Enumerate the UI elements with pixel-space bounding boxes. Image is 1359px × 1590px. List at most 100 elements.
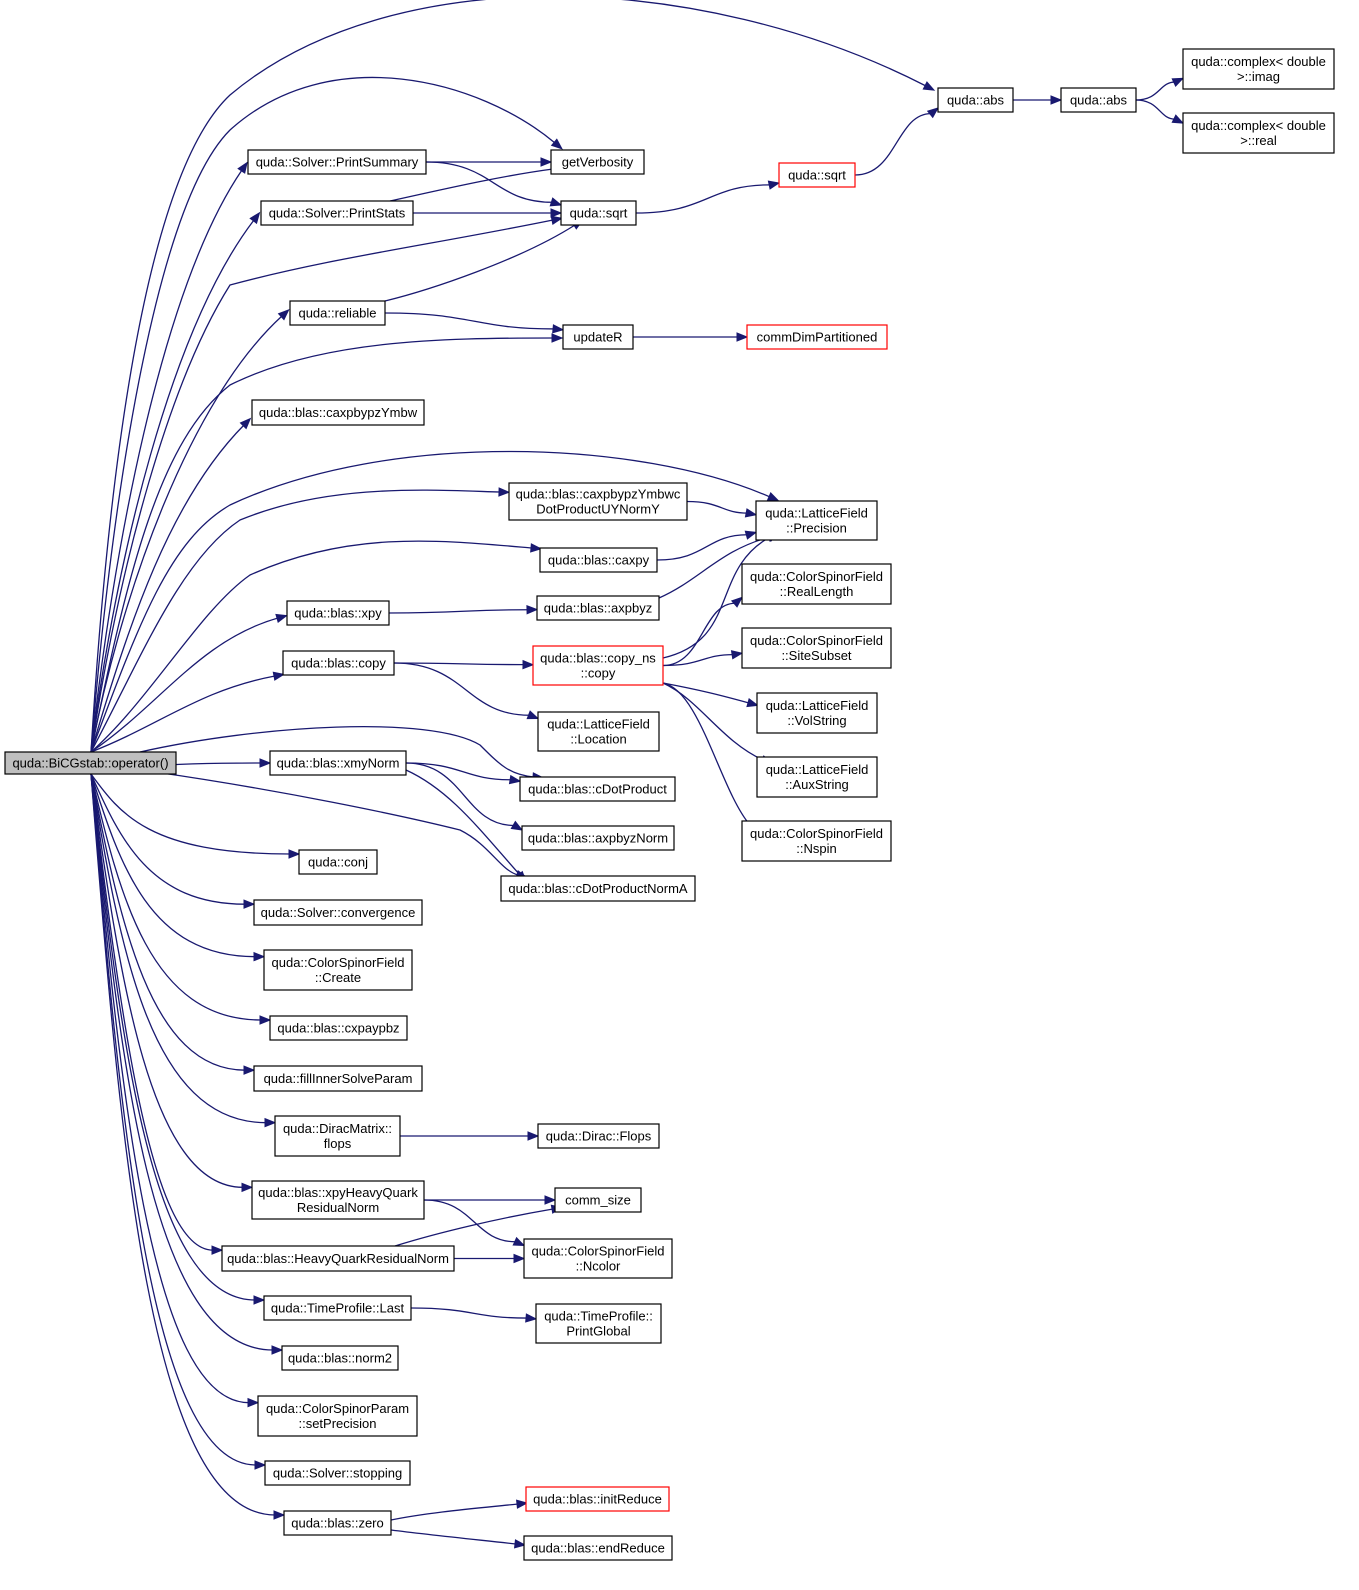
node-commdim[interactable]: commDimPartitioned — [746, 324, 888, 350]
node-box — [1182, 48, 1335, 90]
node-box — [755, 500, 878, 541]
edge-line — [90, 773, 250, 1404]
node-caxpbypzYmbwc[interactable]: quda::blas::caxpbypzYmbwcDotProductUYNor… — [508, 482, 688, 521]
node-sitesub[interactable]: quda::ColorSpinorField::SiteSubset — [741, 627, 892, 669]
edge-line — [139, 726, 535, 778]
node-fillinner[interactable]: quda::fillInnerSolveParam — [253, 1065, 423, 1092]
node-label: quda::Dirac::Flops — [546, 1129, 652, 1144]
node-updateR[interactable]: updateR — [562, 324, 634, 350]
node-convergence[interactable]: quda::Solver::convergence — [253, 899, 423, 926]
node-sqrt2[interactable]: quda::sqrt — [778, 162, 856, 188]
node-label: DotProductUYNormY — [536, 502, 660, 517]
arrowhead — [512, 1236, 526, 1247]
edge-updateR-to-commdim — [632, 332, 749, 342]
arrowhead — [746, 698, 759, 708]
edge-line — [90, 773, 274, 1351]
node-label: ::Ncolor — [576, 1259, 621, 1274]
node-label: getVerbosity — [562, 155, 634, 170]
node-reallen[interactable]: quda::ColorSpinorField::RealLength — [741, 563, 892, 605]
node-axpbyzNorm[interactable]: quda::blas::axpbyzNorm — [521, 825, 675, 851]
node-diracFlops[interactable]: quda::Dirac::Flops — [537, 1123, 660, 1149]
node-cxpaypbz[interactable]: quda::blas::cxpaypbz — [269, 1015, 408, 1041]
edge-root-to-diracflops — [90, 773, 277, 1128]
node-cdotnorm[interactable]: quda::blas::cDotProductNormA — [500, 875, 696, 902]
edge-line — [662, 653, 734, 667]
edge-line — [90, 773, 246, 1071]
arrowhead — [513, 1253, 526, 1264]
node-sqrt1[interactable]: quda::sqrt — [560, 200, 637, 226]
node-ncolor[interactable]: quda::ColorSpinorField::Ncolor — [523, 1238, 673, 1279]
arrowhead — [522, 659, 535, 670]
node-xpy[interactable]: quda::blas::xpy — [286, 600, 390, 626]
edge-line — [662, 682, 764, 761]
node-label: ::Location — [570, 732, 626, 747]
edge-line — [1135, 81, 1175, 101]
node-lfprec[interactable]: quda::LatticeField::Precision — [755, 500, 878, 541]
node-label: quda::blas::endReduce — [531, 1541, 665, 1556]
node-xmyNorm[interactable]: quda::blas::xmyNorm — [269, 750, 407, 776]
node-zero[interactable]: quda::blas::zero — [283, 1510, 392, 1536]
node-printsummary[interactable]: quda::Solver::PrintSummary — [247, 149, 427, 175]
arrowhead — [277, 309, 290, 321]
node-abs1[interactable]: quda::abs — [937, 87, 1014, 113]
node-box — [519, 776, 676, 802]
node-reliable[interactable]: quda::reliable — [289, 300, 386, 326]
edge-root-to-caxpbypzYmbwc — [90, 487, 511, 753]
edge-line — [90, 773, 256, 958]
node-box — [741, 820, 892, 862]
node-diracflops[interactable]: quda::DiracMatrix::flops — [274, 1115, 401, 1157]
node-setprec[interactable]: quda::ColorSpinorParam::setPrecision — [257, 1395, 418, 1437]
edge-line — [384, 312, 555, 330]
node-lfloc[interactable]: quda::LatticeField::Location — [537, 711, 660, 752]
edge-line — [90, 424, 245, 753]
node-label: >::imag — [1237, 69, 1280, 84]
edge-copy-to-copyns — [393, 659, 535, 670]
node-cimag[interactable]: quda::complex< double >::imag — [1182, 48, 1335, 90]
edge-root-to-abs1 — [90, 0, 936, 753]
node-tplast[interactable]: quda::TimeProfile::Last — [263, 1295, 412, 1321]
node-label: quda::blas::initReduce — [533, 1492, 662, 1507]
node-box — [274, 1115, 401, 1157]
arrowhead — [736, 332, 749, 342]
node-box — [525, 1486, 670, 1512]
node-copy[interactable]: quda::blas::copy — [282, 650, 395, 676]
node-HQ[interactable]: quda::blas::HeavyQuarkResidualNorm — [221, 1245, 455, 1272]
node-nspin[interactable]: quda::ColorSpinorField::Nspin — [741, 820, 892, 862]
edge-line — [388, 609, 529, 614]
arrowhead — [510, 820, 524, 831]
node-box — [286, 600, 390, 626]
node-caxpy[interactable]: quda::blas::caxpy — [539, 547, 658, 573]
edge-root-to-create — [90, 773, 266, 962]
node-copyns[interactable]: quda::blas::copy_ns::copy — [532, 645, 664, 686]
arrowhead — [253, 1295, 266, 1305]
node-printglobal[interactable]: quda::TimeProfile::PrintGlobal — [535, 1303, 662, 1344]
node-volstr[interactable]: quda::LatticeField::VolString — [756, 692, 878, 734]
node-cdot[interactable]: quda::blas::cDotProduct — [519, 776, 676, 802]
edge-line — [662, 536, 771, 659]
node-create[interactable]: quda::ColorSpinorField::Create — [263, 949, 413, 991]
edge-xpyHQ-to-commsize — [423, 1195, 557, 1205]
node-printstats[interactable]: quda::Solver::PrintStats — [260, 200, 414, 226]
edge-line — [90, 450, 771, 753]
node-caxpbypzYmbw[interactable]: quda::blas::caxpbypzYmbw — [251, 399, 425, 426]
node-stopping[interactable]: quda::Solver::stopping — [264, 1460, 411, 1486]
edge-caxpy-to-lfprec — [656, 530, 758, 561]
node-initreduce[interactable]: quda::blas::initReduce — [525, 1486, 670, 1512]
edge-root-to-setprec — [90, 773, 260, 1408]
node-auxstr[interactable]: quda::LatticeField::AuxString — [756, 756, 878, 798]
edge-root-to-norm2 — [90, 773, 284, 1355]
node-label: ::RealLength — [780, 584, 854, 599]
node-abs2[interactable]: quda::abs — [1060, 87, 1137, 113]
node-commsize[interactable]: comm_size — [554, 1187, 642, 1213]
edge-line — [90, 219, 255, 753]
node-norm2[interactable]: quda::blas::norm2 — [281, 1345, 399, 1371]
node-conj[interactable]: quda::conj — [298, 849, 378, 875]
node-label: quda::TimeProfile::Last — [271, 1301, 405, 1316]
node-creal[interactable]: quda::complex< double >::real — [1182, 112, 1335, 154]
arrowhead — [508, 774, 522, 785]
node-getverb[interactable]: getVerbosity — [550, 149, 645, 175]
node-endreduce[interactable]: quda::blas::endReduce — [523, 1535, 673, 1561]
node-label: >::real — [1240, 133, 1277, 148]
node-axpbyz[interactable]: quda::blas::axpbyz — [536, 595, 660, 621]
